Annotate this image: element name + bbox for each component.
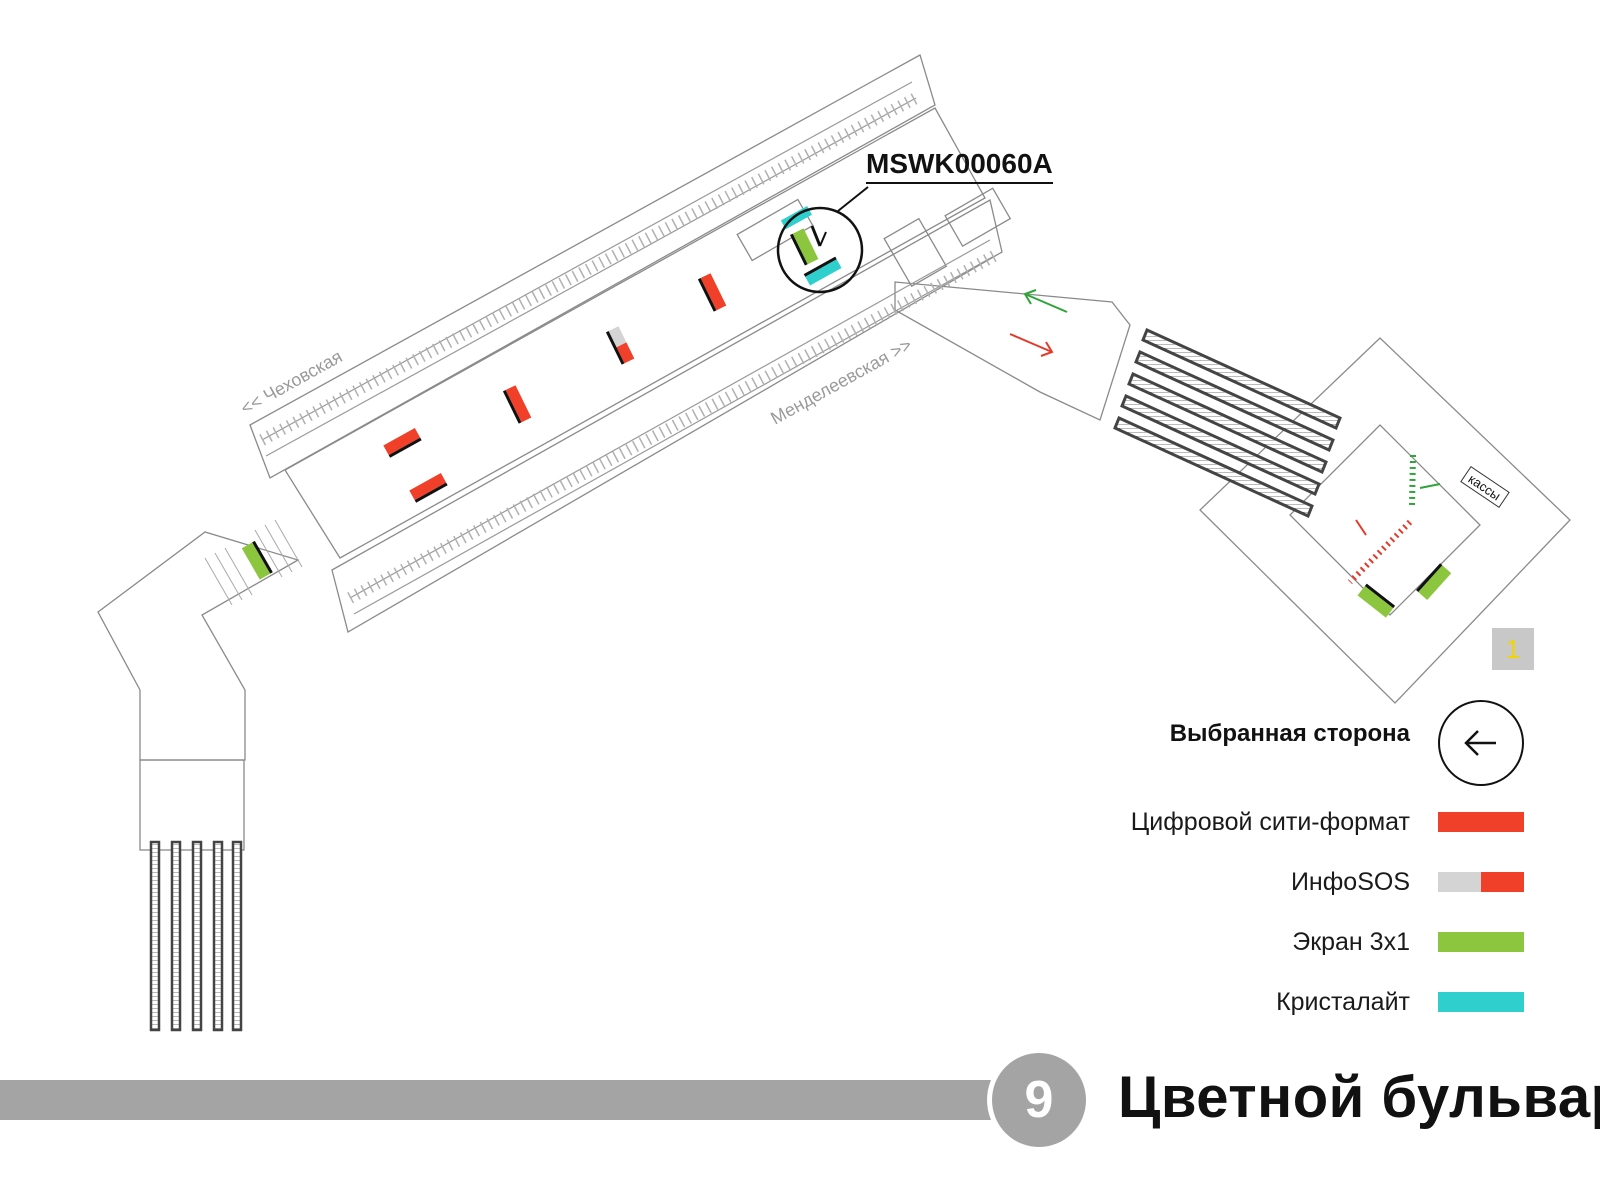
- screen-3x1-selected: [789, 228, 819, 266]
- turnstiles: [1347, 454, 1441, 585]
- exit-number-badge: 1: [1492, 628, 1534, 670]
- device-id-label[interactable]: MSWK00060A: [866, 148, 1053, 184]
- legend-item-city-format: Цифровой сити-формат: [1080, 800, 1560, 840]
- digital-city-format-devices: [383, 273, 727, 503]
- screen-3x1-vestibule-1: [1357, 583, 1396, 618]
- selected-side-circle: [1438, 700, 1524, 786]
- escalator-group-left: [149, 840, 243, 1032]
- line-number-badge: 9: [992, 1053, 1086, 1147]
- screen-3x1-left: [241, 540, 273, 580]
- screen-3x1-devices: [241, 540, 1452, 618]
- arrow-right-red: [1009, 333, 1053, 353]
- city-format-2: [409, 473, 448, 503]
- cristalight-2: [803, 256, 842, 286]
- direction-chekhovskaya: << Чеховская: [237, 346, 345, 418]
- city-format-1: [383, 428, 422, 458]
- legend-item-screen-3x1: Экран 3x1: [1080, 920, 1560, 960]
- kassy-label: кассы: [1460, 465, 1510, 509]
- selected-device-circle[interactable]: [776, 206, 864, 294]
- legend-swatch-cyan: [1438, 992, 1524, 1012]
- infosos-device: [605, 326, 635, 365]
- legend-selected-side: Выбранная сторона: [1080, 700, 1560, 786]
- arrow-left-green: [1024, 293, 1068, 313]
- city-format-3: [502, 385, 532, 424]
- screen-3x1-vestibule-2: [1416, 563, 1452, 601]
- legend-swatch-red: [1438, 812, 1524, 832]
- arrow-head-green: [1023, 289, 1037, 305]
- legend-item-infosos: ИнфоSOS: [1080, 860, 1560, 900]
- metro-line-bar: [0, 1080, 1000, 1120]
- station-name: Цветной бульвар: [1118, 1065, 1600, 1130]
- legend-swatch-grey-red: [1438, 872, 1524, 892]
- south-track: [347, 239, 997, 615]
- flow-arrows: [1009, 289, 1068, 357]
- selected-device-cluster: [776, 186, 869, 294]
- callout-line: [837, 186, 869, 212]
- arrow-left-icon: [1464, 730, 1496, 756]
- legend-selected-side-label: Выбранная сторона: [1169, 720, 1410, 747]
- direction-mendeleevskaya: Менделеевская >>: [767, 334, 915, 428]
- station-outline: [97, 54, 1571, 851]
- north-track: [259, 81, 919, 457]
- stairs-left: [204, 519, 303, 606]
- arrow-head-red: [1040, 341, 1054, 357]
- city-format-4: [697, 273, 727, 312]
- legend-item-cristalight: Кристалайт: [1080, 980, 1560, 1020]
- legend-swatch-green: [1438, 932, 1524, 952]
- escalator-group-right: [1113, 327, 1342, 519]
